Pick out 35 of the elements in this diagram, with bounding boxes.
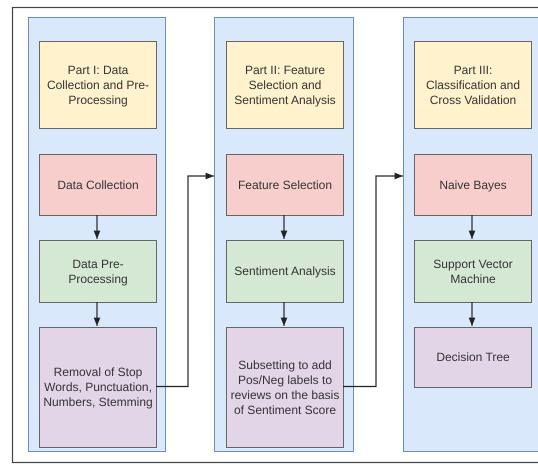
process-box	[39, 240, 157, 303]
box-label: Naive Bayes	[438, 178, 508, 192]
phase-title-box	[39, 41, 157, 129]
column-panel	[28, 17, 166, 452]
box-label: Part I: Data Collection and Pre-Processing	[46, 62, 150, 108]
process-box	[226, 327, 344, 448]
process-box	[226, 240, 344, 303]
box-label: Data Pre-Processing	[67, 256, 129, 286]
box-label: Feature Selection	[236, 178, 334, 192]
box-label: Decision Tree	[435, 350, 511, 365]
arrow	[280, 302, 288, 326]
box-label: Sentiment Analysis	[233, 264, 337, 279]
phase-title-box	[414, 41, 532, 129]
arrow	[468, 302, 476, 326]
arrow	[343, 172, 403, 388]
process-box	[414, 327, 532, 388]
process-box	[226, 154, 344, 216]
process-box	[414, 154, 532, 216]
column-panel	[214, 17, 354, 452]
arrow	[468, 215, 476, 239]
column-panel	[403, 17, 538, 452]
arrow	[94, 215, 100, 239]
box-label: Removal of Stop Words, Punctuation, Numbers, Stemming	[42, 365, 154, 410]
arrow	[156, 172, 214, 388]
process-box	[414, 240, 532, 303]
process-box	[39, 154, 157, 216]
phase-title-box	[226, 41, 344, 129]
arrow	[280, 215, 288, 239]
box-label: Subsetting to add Pos/Neg labels to reviews on the basis of Sentiment Score	[230, 358, 340, 418]
box-label: Data Collection	[56, 178, 140, 192]
box-label: Part III: Classification and Cross Validation	[424, 62, 522, 108]
arrow	[94, 302, 100, 326]
box-label: Support Vector Machine	[432, 256, 514, 286]
process-box	[39, 327, 157, 448]
box-label: Part II: Feature Selection and Sentiment Analysis	[233, 62, 337, 108]
